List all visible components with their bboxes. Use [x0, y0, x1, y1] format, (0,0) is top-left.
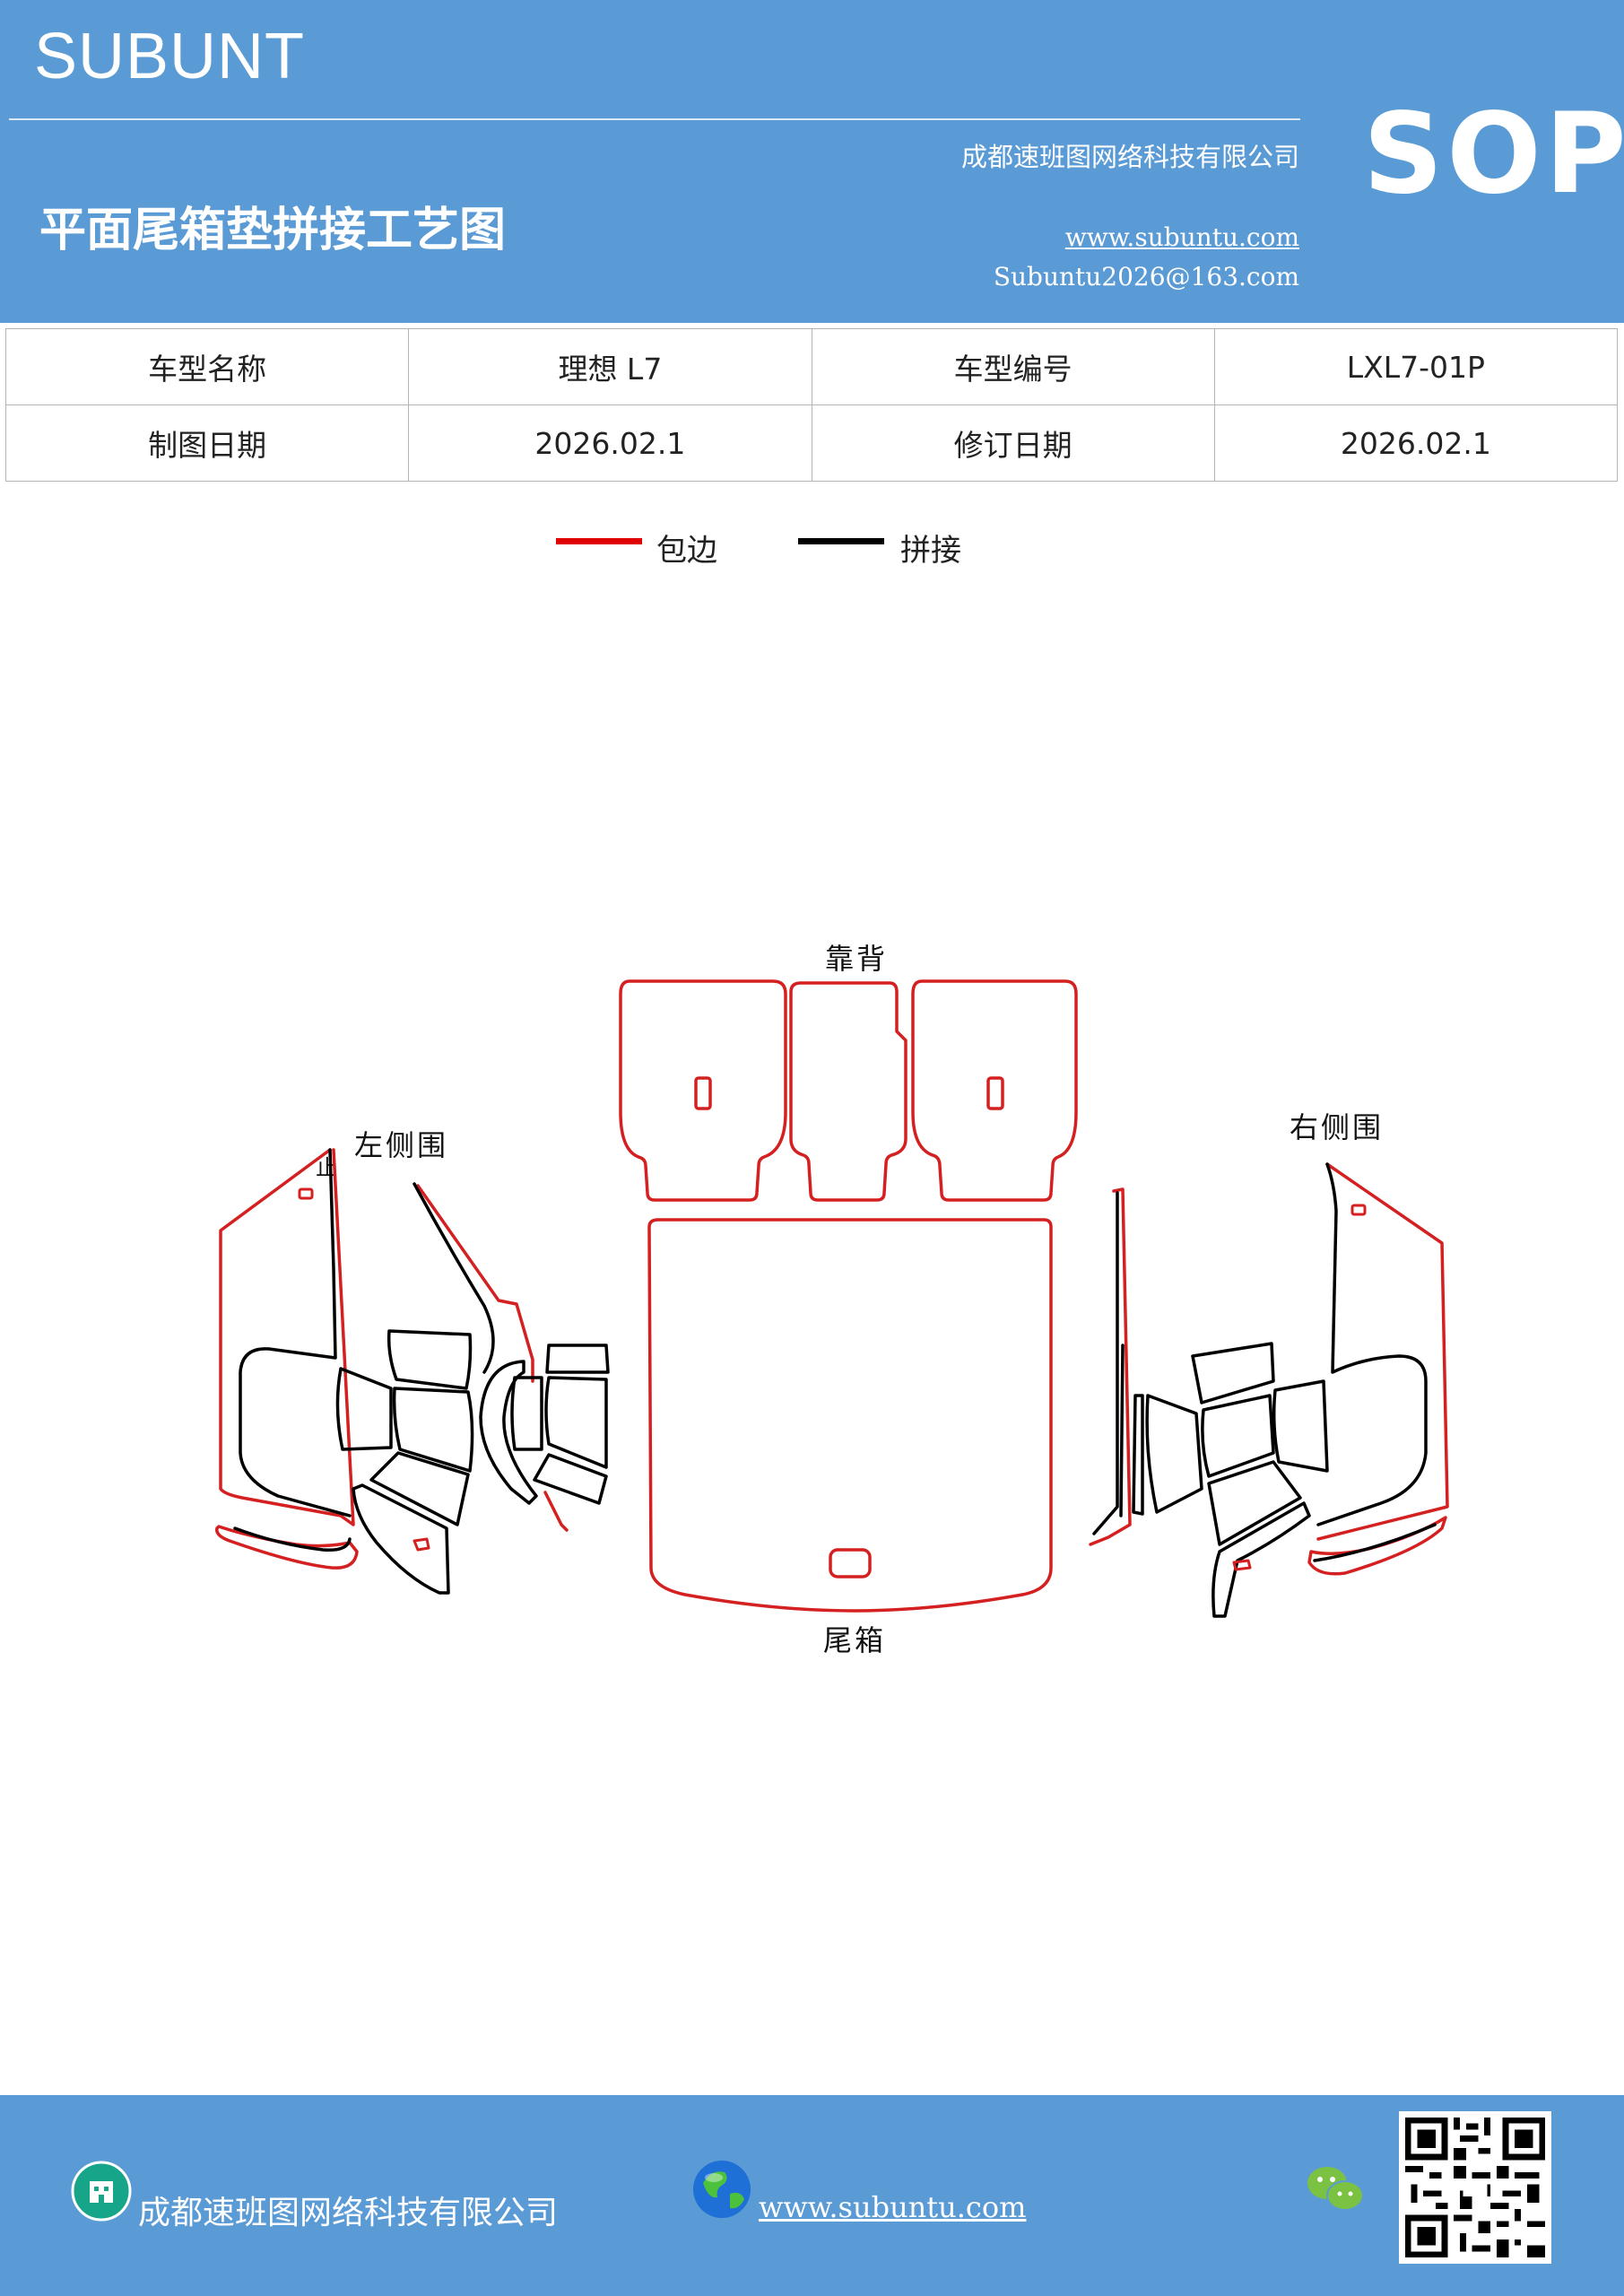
right-vertical-strip [1089, 1187, 1132, 1546]
legend-splice-label: 拼接 [900, 533, 961, 569]
left-diagonal-splice [413, 1182, 495, 1374]
legend-hem-swatch [556, 538, 642, 544]
left-rect-piece-4 [533, 1453, 608, 1505]
qr-code[interactable] [1399, 2111, 1551, 2264]
left-bottom-splice [233, 1526, 352, 1552]
left-rect-piece-2 [544, 1376, 608, 1469]
right-piece-a [1145, 1394, 1203, 1514]
header-email[interactable]: Subuntu2026@163.com [993, 262, 1299, 291]
label-model-name: 车型名称 [4, 328, 410, 405]
label-model-code: 车型编号 [811, 328, 1215, 405]
label-backrest: 靠背 [825, 942, 888, 976]
value-revise-date: 2026.02.1 [1213, 404, 1619, 482]
label-trunk: 尾箱 [823, 1623, 886, 1657]
left-rect-piece-3 [545, 1344, 610, 1374]
left-small-tab [413, 1537, 430, 1552]
right-upper-slot [1350, 1204, 1367, 1216]
table-row: 制图日期 2026.02.1 修订日期 2026.02.1 [4, 404, 1619, 482]
left-diagonal-panel [416, 1184, 534, 1383]
value-model-code: LXL7-01P [1213, 328, 1619, 405]
footer-website-link[interactable]: www.subuntu.com [759, 2190, 1027, 2224]
legend-hem-label: 包边 [656, 533, 717, 569]
wechat-icon[interactable] [1304, 2161, 1367, 2215]
vehicle-info-table: 车型名称 理想 L7 车型编号 LXL7-01P 制图日期 2026.02.1 … [4, 328, 1619, 482]
value-model-name: 理想 L7 [408, 328, 812, 405]
label-draw-date: 制图日期 [4, 404, 410, 482]
left-end-strip [543, 1491, 569, 1532]
table-row: 车型名称 理想 L7 车型编号 LXL7-01P [4, 328, 1619, 405]
label-revise-date: 修订日期 [811, 404, 1215, 482]
left-rect-piece-1 [510, 1376, 543, 1451]
trunk-panel-group [647, 1218, 1053, 1613]
right-piece-b [1191, 1342, 1275, 1405]
right-small-tab [1232, 1559, 1252, 1571]
header-website-link[interactable]: www.subuntu.com [1064, 222, 1299, 252]
globe-icon [693, 2161, 751, 2218]
backrest-panels [619, 979, 1078, 1202]
legend-splice-swatch [798, 538, 884, 544]
right-piece-c [1201, 1394, 1275, 1478]
header-divider [9, 118, 1300, 120]
label-left-side: 左侧围 [354, 1128, 448, 1162]
right-outer-panel [1316, 1162, 1449, 1541]
header-banner [0, 0, 1624, 323]
brand-logo-text: SUBUNT [34, 21, 306, 92]
sop-badge: SOP [1363, 90, 1624, 219]
left-outer-splice [239, 1148, 352, 1518]
trunk-handle-cutout [829, 1548, 872, 1578]
backrest-middle-panel [789, 981, 908, 1202]
left-piece-d [369, 1451, 470, 1526]
label-right-side: 右侧围 [1290, 1110, 1384, 1144]
right-piece-f [1211, 1501, 1311, 1618]
footer-company-name: 成都速班图网络科技有限公司 [138, 2195, 559, 2231]
left-arch-piece [479, 1360, 538, 1505]
right-side-panels [1089, 1162, 1449, 1618]
right-outer-splice [1316, 1162, 1428, 1526]
building-icon [71, 2161, 132, 2222]
backrest-right-slot [986, 1076, 1004, 1110]
right-bottom-splice [1313, 1523, 1437, 1562]
backrest-left-slot [694, 1076, 712, 1110]
left-upper-slot [298, 1187, 314, 1200]
left-bottom-strip [215, 1525, 359, 1570]
left-side-panels [215, 1148, 610, 1595]
value-draw-date: 2026.02.1 [408, 404, 812, 482]
backrest-left-panel [619, 979, 787, 1202]
left-piece-c [392, 1387, 474, 1473]
header-company-name: 成都速班图网络科技有限公司 [960, 142, 1299, 172]
right-vertical-splice [1092, 1191, 1125, 1535]
backrest-right-panel [911, 979, 1078, 1202]
trunk-panel [647, 1218, 1053, 1613]
right-thin-strip [1132, 1394, 1144, 1516]
document-title: 平面尾箱垫拼接工艺图 [39, 204, 507, 257]
right-piece-e [1207, 1460, 1302, 1546]
left-piece-b [386, 1329, 473, 1390]
left-piece-e [352, 1483, 450, 1595]
left-outer-panel [219, 1148, 355, 1526]
right-piece-d [1272, 1379, 1329, 1473]
left-piece-a [335, 1367, 393, 1451]
mat-layout-diagram: 靠背 尾箱 左侧围 右侧围 止 [215, 942, 1449, 1657]
